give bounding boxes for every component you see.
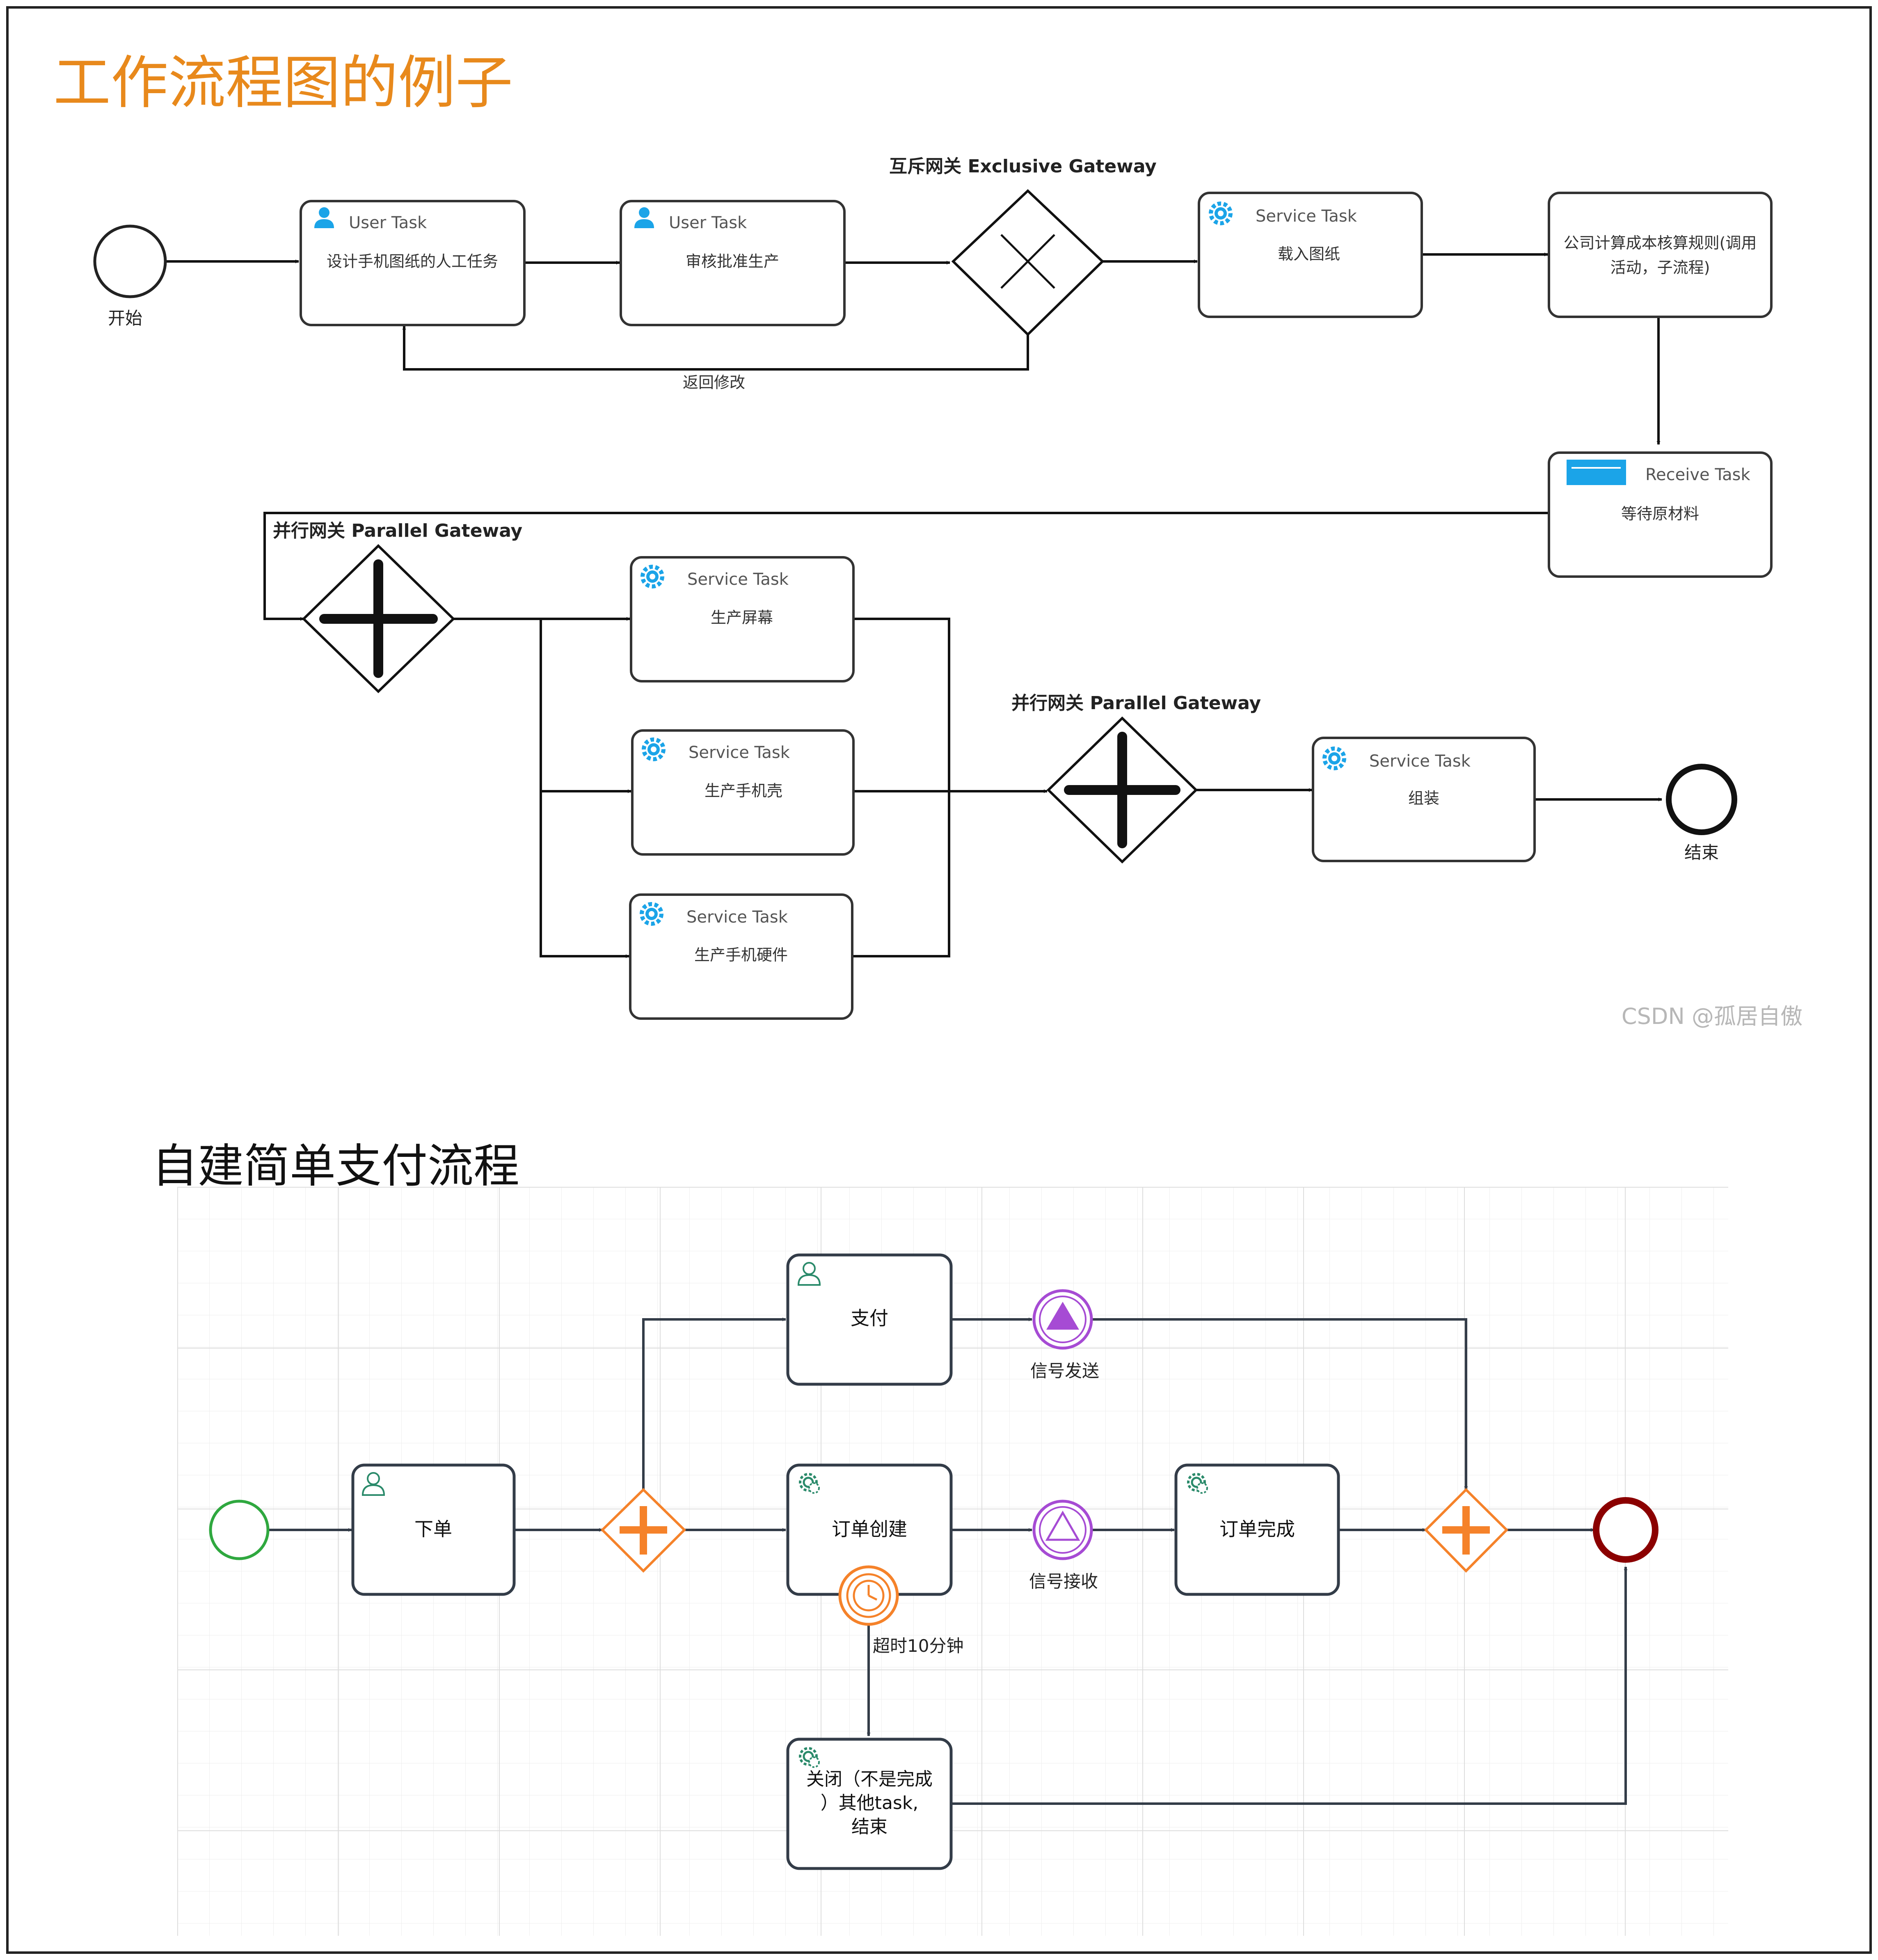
task-label-line1: 关闭（不是完成: [806, 1769, 933, 1790]
task-label: 下单: [414, 1518, 452, 1540]
task-label: 生产手机硬件: [694, 946, 788, 964]
flow-pgw1-to-hardware: [540, 619, 629, 958]
flow-return-modify: [402, 326, 1029, 371]
task-label: 订单完成: [1219, 1518, 1295, 1540]
timer-icon: [853, 1580, 885, 1612]
task-label: 支付: [851, 1307, 888, 1329]
task-type-label: Service Task: [1369, 752, 1471, 771]
signal-receive-label: 信号接收: [1029, 1571, 1098, 1591]
diagram1-title: 工作流程图的例子: [53, 50, 513, 117]
task-order-create[interactable]: 订单创建: [786, 1463, 953, 1596]
task-type-label: Service Task: [1256, 207, 1357, 226]
task-type-label: Service Task: [687, 570, 789, 589]
subprocess-label-line2: 活动，子流程): [1610, 259, 1710, 277]
flow-receive-to-pgw1: [263, 512, 1548, 621]
exclusive-gateway-label: 互斥网关 Exclusive Gateway: [889, 156, 1157, 177]
end-event: [1666, 764, 1737, 835]
service-task-screen[interactable]: Service Task 生产屏幕: [630, 556, 855, 682]
user-task-approve[interactable]: User Task 审核批准生产: [620, 200, 846, 326]
parallel-gateway2-label: 并行网关 Parallel Gateway: [1011, 693, 1261, 714]
task-pay[interactable]: 支付: [786, 1253, 953, 1386]
parallel-gateway-1: [302, 544, 455, 694]
receive-task-materials[interactable]: Receive Task 等待原材料: [1548, 451, 1773, 578]
start-event-2: [209, 1500, 270, 1560]
task-label: 订单创建: [832, 1518, 907, 1540]
task-label: 审核批准生产: [686, 252, 779, 270]
task-close[interactable]: 关闭（不是完成 ）其他task, 结束: [786, 1738, 953, 1870]
task-order-complete[interactable]: 订单完成: [1174, 1463, 1340, 1596]
task-type-label: Service Task: [686, 908, 788, 927]
diagram2-title: 自建简单支付流程: [152, 1140, 519, 1193]
signal-send-label: 信号发送: [1030, 1361, 1099, 1381]
signal-throw-icon: [1046, 1302, 1079, 1330]
subprocess-cost-rules[interactable]: 公司计算成本核算规则(调用 活动，子流程): [1548, 192, 1773, 318]
task-label-line2: ）其他task,: [821, 1793, 919, 1813]
task-type-label: User Task: [669, 213, 747, 232]
task-label: 等待原材料: [1621, 505, 1699, 523]
user-task-design[interactable]: User Task 设计手机图纸的人工任务: [300, 200, 526, 326]
task-label-line3: 结束: [851, 1816, 888, 1837]
diagram1-connectors: [166, 252, 1662, 958]
exclusive-gateway: [951, 189, 1105, 337]
signal-catch-icon: [1045, 1510, 1080, 1541]
start-label: 开始: [108, 308, 142, 328]
parallel-gateway-fork: [600, 1488, 686, 1573]
diagram2-connectors: [269, 1317, 1628, 1805]
receive-icon: [1567, 460, 1626, 485]
task-label: 生产手机壳: [705, 782, 782, 800]
signal-throw-event: [1032, 1289, 1093, 1350]
parallel-gateway-join: [1424, 1488, 1509, 1573]
task-label: 组装: [1408, 789, 1439, 807]
task-type-label: Receive Task: [1645, 465, 1750, 484]
task-label: 生产屏幕: [711, 609, 773, 627]
flow-screen-join: [853, 618, 950, 791]
signal-catch-event: [1032, 1500, 1093, 1560]
flow-fork-to-pay: [642, 1317, 786, 1490]
end-label: 结束: [1684, 843, 1719, 863]
parallel-gateway-2: [1046, 716, 1198, 864]
service-task-shell[interactable]: Service Task 生产手机壳: [631, 729, 855, 856]
timer-label: 超时10分钟: [873, 1636, 963, 1656]
flow-close-to-end: [951, 1566, 1628, 1805]
task-place-order[interactable]: 下单: [351, 1463, 516, 1596]
task-label: 载入图纸: [1278, 245, 1340, 263]
flow-signal-send-to-join: [1091, 1318, 1468, 1490]
service-task-load-drawing[interactable]: Service Task 载入图纸: [1198, 192, 1423, 318]
task-type-label: Service Task: [689, 743, 790, 762]
service-task-hardware[interactable]: Service Task 生产手机硬件: [629, 893, 853, 1020]
watermark: CSDN @孤居自傲: [1622, 1003, 1803, 1029]
return-label: 返回修改: [683, 373, 745, 392]
timer-boundary-event: [838, 1565, 899, 1626]
service-task-assemble[interactable]: Service Task 组装: [1312, 737, 1536, 862]
task-type-label: User Task: [349, 213, 427, 232]
task-label: 设计手机图纸的人工任务: [327, 252, 498, 270]
parallel-gateway1-label: 并行网关 Parallel Gateway: [273, 520, 522, 541]
start-event: [93, 224, 167, 298]
subprocess-label-line1: 公司计算成本核算规则(调用: [1564, 234, 1757, 252]
flow-hardware-join: [852, 791, 950, 957]
end-event-2: [1593, 1497, 1658, 1563]
